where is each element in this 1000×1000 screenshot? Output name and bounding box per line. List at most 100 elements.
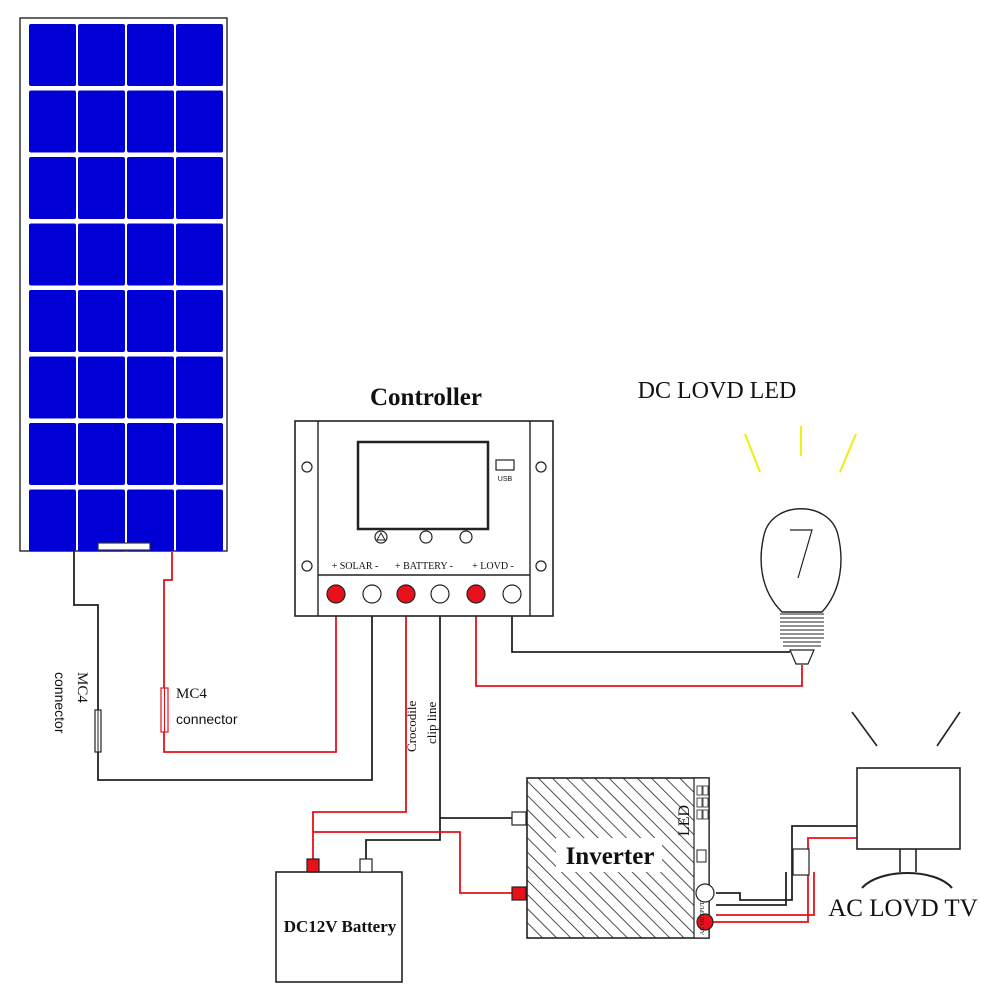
solar-cell — [176, 90, 223, 153]
lcd-display — [356, 440, 490, 531]
battery-negative-wire — [365, 605, 441, 860]
led-indicator — [702, 809, 709, 820]
inverter-led-label: LED — [676, 805, 693, 836]
mc4-right-label-line2: connector — [176, 711, 238, 727]
mount-hole — [301, 560, 313, 572]
led-indicator — [702, 785, 709, 796]
tv-wire-red — [705, 837, 860, 923]
solar-cell — [176, 157, 223, 219]
solar-cell — [78, 223, 125, 286]
charge-controller — [294, 420, 554, 617]
solar-cell — [29, 290, 76, 352]
mc4-right-label-line1: MC4 — [176, 686, 207, 702]
battery-label: DC12V Battery — [284, 917, 397, 936]
panel-negative-wire — [73, 550, 373, 781]
mc4-connector-right — [160, 687, 169, 733]
solar-cells — [29, 24, 223, 552]
lovd-terminal-label: + LOVD - — [472, 561, 514, 572]
solar-cell — [127, 489, 174, 552]
solar-cell — [29, 90, 76, 153]
usb-port — [495, 459, 515, 471]
solar-cell — [127, 290, 174, 352]
led-indicator — [696, 809, 703, 820]
solar-panel — [19, 17, 228, 552]
battery-negative-post — [359, 858, 373, 873]
led-indicator — [696, 797, 703, 808]
led-indicator — [702, 797, 709, 808]
solar-cell — [29, 423, 76, 485]
inverter-label: Inverter — [566, 843, 655, 870]
solar-cell — [29, 157, 76, 219]
led-bulb — [760, 508, 842, 665]
solar-negative-terminal — [362, 584, 382, 604]
lovd-negative-terminal — [502, 584, 522, 604]
led-label: DC LOVD LED — [638, 378, 797, 404]
battery — [275, 858, 403, 983]
ac-outlet-live — [696, 913, 714, 931]
bulb-base — [780, 613, 824, 647]
solar-cell — [78, 489, 125, 552]
power-switch — [696, 849, 707, 863]
dc-input-negative — [511, 811, 527, 826]
led-indicator — [696, 785, 703, 796]
solar-cell — [78, 356, 125, 419]
mount-hole — [535, 560, 547, 572]
mc4-connector-left — [94, 709, 102, 753]
ac-outlet-neutral — [695, 883, 715, 903]
battery-terminal-label: + BATTERY - — [395, 561, 453, 572]
solar-terminal-label: + SOLAR - — [332, 561, 379, 572]
solar-cell — [127, 356, 174, 419]
led-positive-wire — [475, 605, 803, 687]
battery-positive-terminal — [396, 584, 416, 604]
solar-cell — [78, 24, 125, 86]
solar-cell — [176, 489, 223, 552]
solar-cell — [176, 290, 223, 352]
crocodile-label-line2: clip line — [424, 702, 439, 744]
tv-plug — [792, 848, 810, 876]
solar-cell — [176, 24, 223, 86]
tv — [792, 711, 961, 889]
inverter — [511, 777, 715, 939]
mount-hole — [301, 461, 313, 473]
solar-cell — [29, 24, 76, 86]
mount-hole — [535, 461, 547, 473]
down-button — [459, 530, 473, 544]
battery-positive-post — [306, 858, 320, 873]
mc4-left-label-line1: MC4 — [74, 672, 90, 703]
controller-title: Controller — [370, 384, 482, 411]
solar-cell — [29, 489, 76, 552]
tv-wire-black — [716, 825, 860, 901]
light-rays — [743, 426, 858, 473]
battery-negative-terminal — [430, 584, 450, 604]
solar-cell — [29, 223, 76, 286]
dc-input-positive — [511, 886, 527, 901]
solar-cell — [176, 423, 223, 485]
solar-cell — [127, 90, 174, 153]
panel-positive-wire — [163, 552, 337, 753]
led-indicator-grid — [696, 785, 709, 820]
inverter-ac-output-label: AC OUTPUT — [700, 901, 706, 935]
mc4-left-label-line2: connector — [52, 672, 68, 734]
solar-cell — [78, 90, 125, 153]
battery-positive-wire — [312, 605, 407, 860]
solar-cell — [127, 157, 174, 219]
solar-cell — [78, 157, 125, 219]
lovd-positive-terminal — [466, 584, 486, 604]
menu-button — [419, 530, 433, 544]
wiring — [73, 550, 860, 923]
solar-cell — [78, 290, 125, 352]
solar-cell — [78, 423, 125, 485]
tv-label: AC LOVD TV — [828, 895, 978, 922]
solar-cell — [176, 223, 223, 286]
solar-cell — [127, 24, 174, 86]
junction-box — [97, 542, 151, 551]
led-negative-wire — [511, 605, 790, 653]
solar-cell — [176, 356, 223, 419]
solar-positive-terminal — [326, 584, 346, 604]
usb-label: USB — [498, 476, 513, 483]
crocodile-label-line1: Crocodile — [404, 701, 419, 752]
solar-cell — [29, 356, 76, 419]
solar-cell — [127, 423, 174, 485]
solar-cell — [127, 223, 174, 286]
